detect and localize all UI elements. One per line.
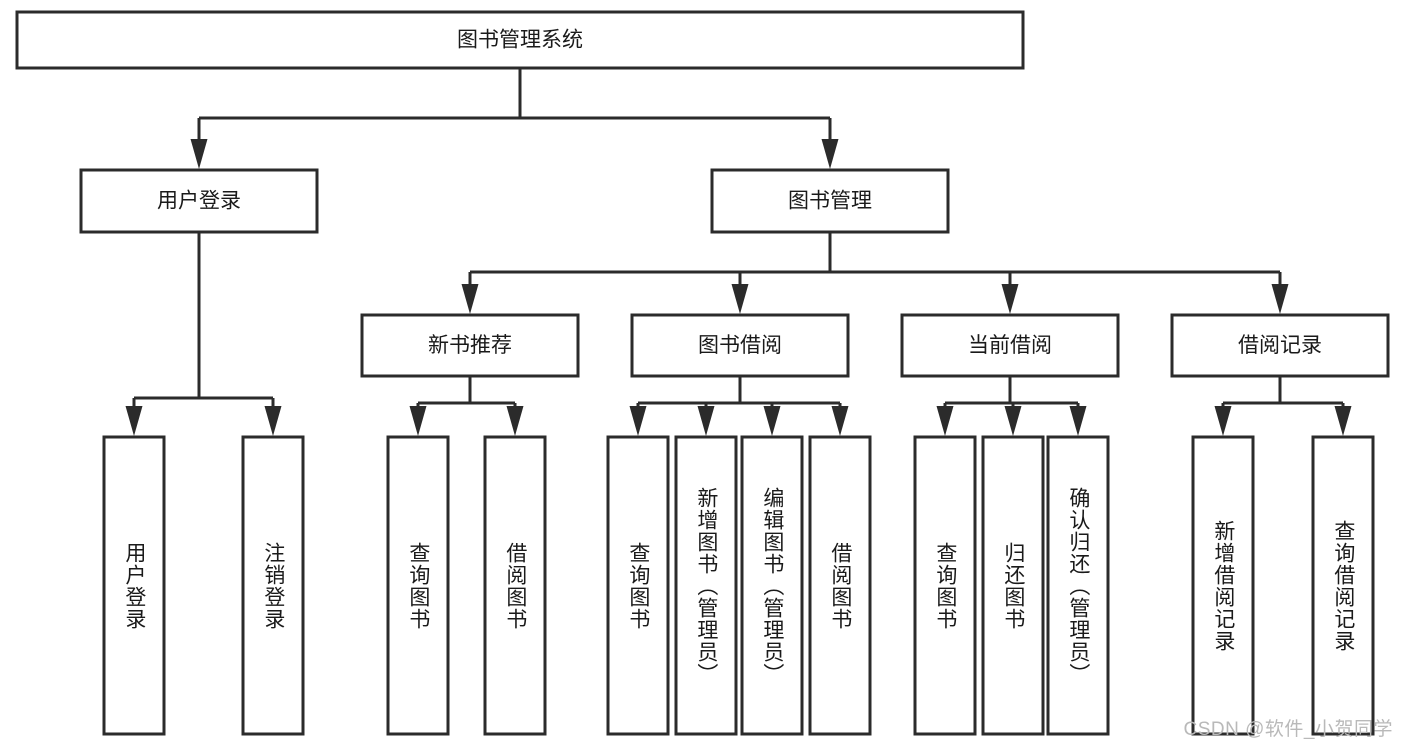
arrow-head-icon [1334, 406, 1352, 436]
node-box[interactable] [1170, 313, 1390, 378]
node-leaf_confirm_return[interactable] [1046, 435, 1110, 736]
arrow-head-icon [190, 139, 208, 169]
node-box[interactable] [808, 435, 872, 736]
connector-group-borrow_record [1214, 376, 1352, 436]
arrow-head-icon [506, 406, 524, 436]
node-new_book_rec[interactable]: 新书推荐 [360, 313, 580, 378]
node-borrow_record[interactable]: 借阅记录 [1170, 313, 1390, 378]
arrow-head-icon [461, 284, 479, 314]
node-label: 用户登录 [157, 190, 241, 213]
node-box[interactable] [630, 313, 850, 378]
node-box[interactable] [102, 435, 166, 736]
node-box[interactable] [241, 435, 305, 736]
node-leaf_add_book[interactable] [674, 435, 738, 736]
node-box[interactable] [1311, 435, 1375, 736]
node-box[interactable] [913, 435, 977, 736]
node-leaf_borrow_book_rec[interactable] [483, 435, 547, 736]
connector-group-root [190, 68, 839, 169]
node-box[interactable] [981, 435, 1045, 736]
node-leaf_borrow_book_b[interactable] [808, 435, 872, 736]
node-leaf_logout[interactable] [241, 435, 305, 736]
node-leaf_add_record[interactable] [1191, 435, 1255, 736]
node-label: 新书推荐 [428, 334, 512, 357]
arrow-head-icon [1069, 406, 1087, 436]
arrow-head-icon [629, 406, 647, 436]
node-book_borrow[interactable]: 图书借阅 [630, 313, 850, 378]
node-leaf_user_login[interactable] [102, 435, 166, 736]
node-leaf_query_book_rec[interactable] [386, 435, 450, 736]
arrow-head-icon [1004, 406, 1022, 436]
arrow-head-icon [731, 284, 749, 314]
node-box[interactable] [900, 313, 1120, 378]
node-leaf_query_record[interactable] [1311, 435, 1375, 736]
watermark: CSDN @软件_小贺同学 [1183, 719, 1393, 740]
node-box[interactable] [15, 10, 1025, 70]
arrow-head-icon [831, 406, 849, 436]
node-box[interactable] [360, 313, 580, 378]
connector-group-book_mgmt [461, 232, 1289, 314]
node-box[interactable] [1046, 435, 1110, 736]
node-label: 图书借阅 [698, 334, 782, 357]
node-box[interactable] [740, 435, 804, 736]
node-current_borrow[interactable]: 当前借阅 [900, 313, 1120, 378]
arrow-head-icon [763, 406, 781, 436]
node-box[interactable] [674, 435, 738, 736]
node-label: 借阅记录 [1238, 334, 1322, 357]
node-label: 图书管理 [788, 190, 872, 213]
node-root[interactable]: 图书管理系统 [15, 10, 1025, 70]
node-box[interactable] [79, 168, 319, 234]
node-box[interactable] [386, 435, 450, 736]
arrow-head-icon [264, 406, 282, 436]
node-leaf_return_book[interactable] [981, 435, 1045, 736]
node-login[interactable]: 用户登录 [79, 168, 319, 234]
node-leaf_query_book_c[interactable] [913, 435, 977, 736]
node-label: 图书管理系统 [457, 29, 583, 52]
node-leaf_edit_book[interactable] [740, 435, 804, 736]
arrow-head-icon [1214, 406, 1232, 436]
node-box[interactable] [1191, 435, 1255, 736]
node-label: 当前借阅 [968, 334, 1052, 357]
arrow-head-icon [125, 406, 143, 436]
arrow-head-icon [936, 406, 954, 436]
arrow-head-icon [1001, 284, 1019, 314]
connector-group-current_borrow [936, 376, 1087, 436]
node-box[interactable] [710, 168, 950, 234]
arrow-head-icon [821, 139, 839, 169]
arrow-head-icon [697, 406, 715, 436]
arrow-head-icon [409, 406, 427, 436]
arrow-head-icon [1271, 284, 1289, 314]
node-leaf_query_book_b[interactable] [606, 435, 670, 736]
node-book_mgmt[interactable]: 图书管理 [710, 168, 950, 234]
node-box[interactable] [606, 435, 670, 736]
connector-group-login [125, 232, 282, 436]
connector-group-book_borrow [629, 376, 849, 436]
connector-group-new_book_rec [409, 376, 524, 436]
node-box[interactable] [483, 435, 547, 736]
